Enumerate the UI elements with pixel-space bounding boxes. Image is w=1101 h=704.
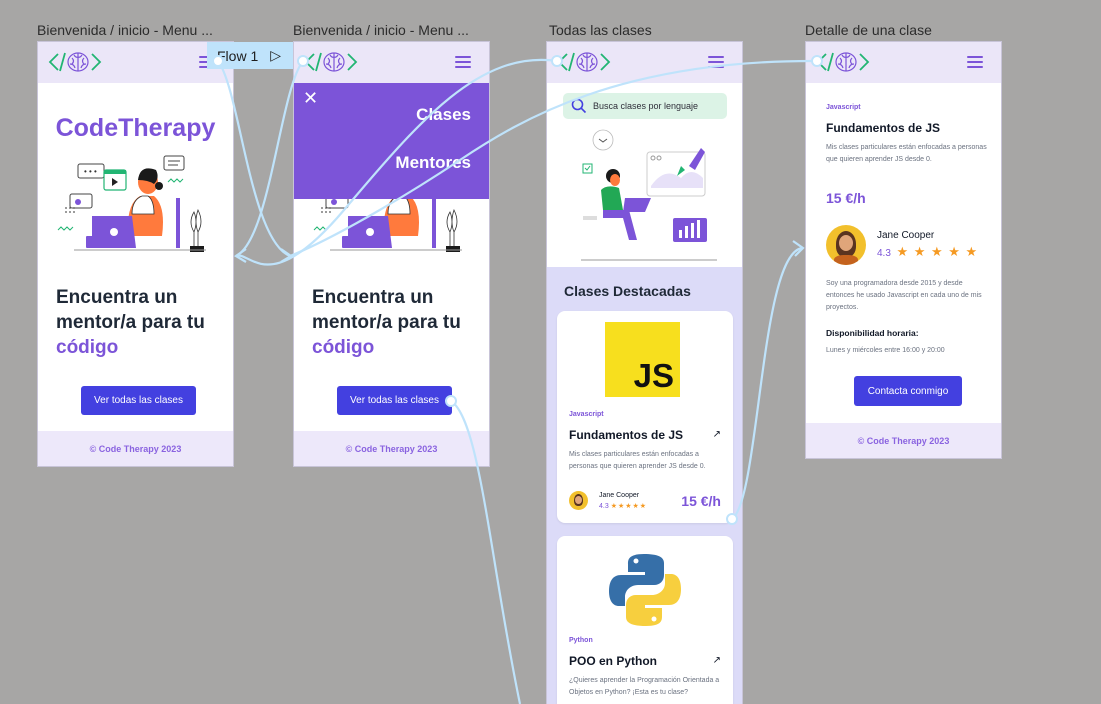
class-description: Mis clases particulares están enfocadas … (569, 451, 706, 470)
woman-rocket-illustration (581, 129, 717, 261)
footer-copyright: © Code Therapy 2023 (294, 431, 489, 466)
mentor-rating: 4.3 ★ ★ ★ ★ ★ (877, 244, 979, 259)
flow-start-badge[interactable]: Flow 1 ▷ (207, 42, 293, 69)
availability-hours: Lunes y miércoles entre 16:00 y 20:00 (826, 347, 945, 354)
menu-item-mentores[interactable]: Mentores (395, 153, 471, 172)
class-price: 15 €/h (826, 190, 866, 206)
class-card-js[interactable]: JS Javascript Fundamentos de JS ↗ Mis cl… (557, 311, 733, 523)
javascript-logo-icon: JS (605, 322, 680, 397)
mentor-rating: 4.3 ★★★★★ (599, 503, 648, 510)
hero-heading: Encuentra un mentor/a para tu código (56, 285, 205, 360)
code-brain-logo-icon[interactable] (816, 50, 872, 74)
see-all-classes-button[interactable]: Ver todas las clases (81, 386, 196, 415)
arrow-up-right-icon[interactable]: ↗ (712, 655, 721, 666)
search-icon (571, 98, 587, 114)
class-card-python[interactable]: Python POO en Python ↗ ¿Quieres aprender… (557, 536, 733, 704)
hamburger-menu-icon[interactable] (708, 56, 724, 68)
hamburger-menu-icon[interactable] (455, 56, 471, 68)
class-description: ¿Quieres aprender la Programación Orient… (569, 677, 720, 696)
star-rating-icon: ★★★★★ (610, 503, 648, 510)
search-placeholder: Busca clases por lenguaje (593, 101, 699, 111)
footer-copyright: © Code Therapy 2023 (38, 431, 233, 466)
app-header (547, 42, 742, 83)
hero-line-2: mentor/a para tu (312, 312, 461, 333)
hero-line-2: mentor/a para tu (56, 312, 205, 333)
featured-classes-title: Clases Destacadas (564, 283, 691, 299)
nav-menu-overlay: ✕ Clases Mentores (294, 83, 489, 199)
frame-class-detail: Javascript Fundamentos de JS Mis clases … (805, 41, 1002, 459)
hero-accent: código (56, 337, 119, 358)
app-header (806, 42, 1001, 83)
search-input[interactable]: Busca clases por lenguaje (563, 93, 727, 119)
woman-laptop-illustration (56, 152, 216, 262)
app-header (294, 42, 489, 83)
frame-home-menu-open: ✕ Clases Mentores Encuentra un mentor/a … (293, 41, 490, 467)
arrow-up-right-icon[interactable]: ↗ (712, 429, 721, 440)
code-brain-logo-icon[interactable] (48, 50, 104, 74)
frame-label-home-menu[interactable]: Bienvenida / inicio - Menu ... (293, 22, 469, 38)
mentor-avatar[interactable] (569, 491, 588, 510)
hero-accent: código (312, 337, 375, 358)
class-title: POO en Python (569, 654, 658, 668)
class-title: Fundamentos de JS (569, 428, 684, 442)
class-title: Fundamentos de JS (826, 121, 941, 135)
mentor-name: Jane Cooper (599, 492, 640, 499)
hero-line-1: Encuentra un (56, 287, 178, 308)
contact-me-button[interactable]: Contacta conmigo (854, 376, 962, 406)
menu-item-clases[interactable]: Clases (416, 105, 471, 124)
see-all-classes-button[interactable]: Ver todas las clases (337, 386, 452, 415)
class-tag: Python (569, 637, 593, 644)
frame-label-class-detail[interactable]: Detalle de una clase (805, 22, 932, 38)
hero-line-1: Encuentra un (312, 287, 434, 308)
mentor-avatar[interactable] (826, 225, 866, 265)
mentor-bio: Soy una programadora desde 2015 y desde … (826, 280, 982, 311)
frame-label-all-classes[interactable]: Todas las clases (549, 22, 652, 38)
availability-title: Disponibilidad horaria: (826, 328, 919, 338)
featured-classes-section: Clases Destacadas JS Javascript Fundamen… (547, 267, 742, 704)
close-x-icon[interactable]: ✕ (303, 88, 319, 108)
mentor-name: Jane Cooper (877, 230, 935, 241)
code-brain-logo-icon[interactable] (557, 50, 613, 74)
code-brain-logo-icon[interactable] (304, 50, 360, 74)
class-tag: Javascript (569, 411, 604, 418)
class-description: Mis clases particulares están enfocadas … (826, 144, 987, 163)
footer-copyright: © Code Therapy 2023 (806, 423, 1001, 458)
frame-label-home[interactable]: Bienvenida / inicio - Menu ... (37, 22, 213, 38)
app-header (38, 42, 233, 83)
python-logo-icon (609, 554, 681, 626)
frame-home: CodeTherapy Encuentra un mentor/a para t… (37, 41, 234, 467)
class-tag: Javascript (826, 104, 861, 111)
class-price: 15 €/h (681, 493, 721, 509)
play-triangle-icon[interactable]: ▷ (270, 47, 282, 63)
hamburger-menu-icon[interactable] (967, 56, 983, 68)
brand-title: CodeTherapy (55, 114, 216, 142)
frame-all-classes: Busca clases por lenguaje Clases Destaca… (546, 41, 743, 704)
flow-label: Flow 1 (217, 47, 259, 64)
star-rating-icon: ★ ★ ★ ★ ★ (896, 244, 979, 259)
hero-heading: Encuentra un mentor/a para tu código (312, 285, 461, 360)
